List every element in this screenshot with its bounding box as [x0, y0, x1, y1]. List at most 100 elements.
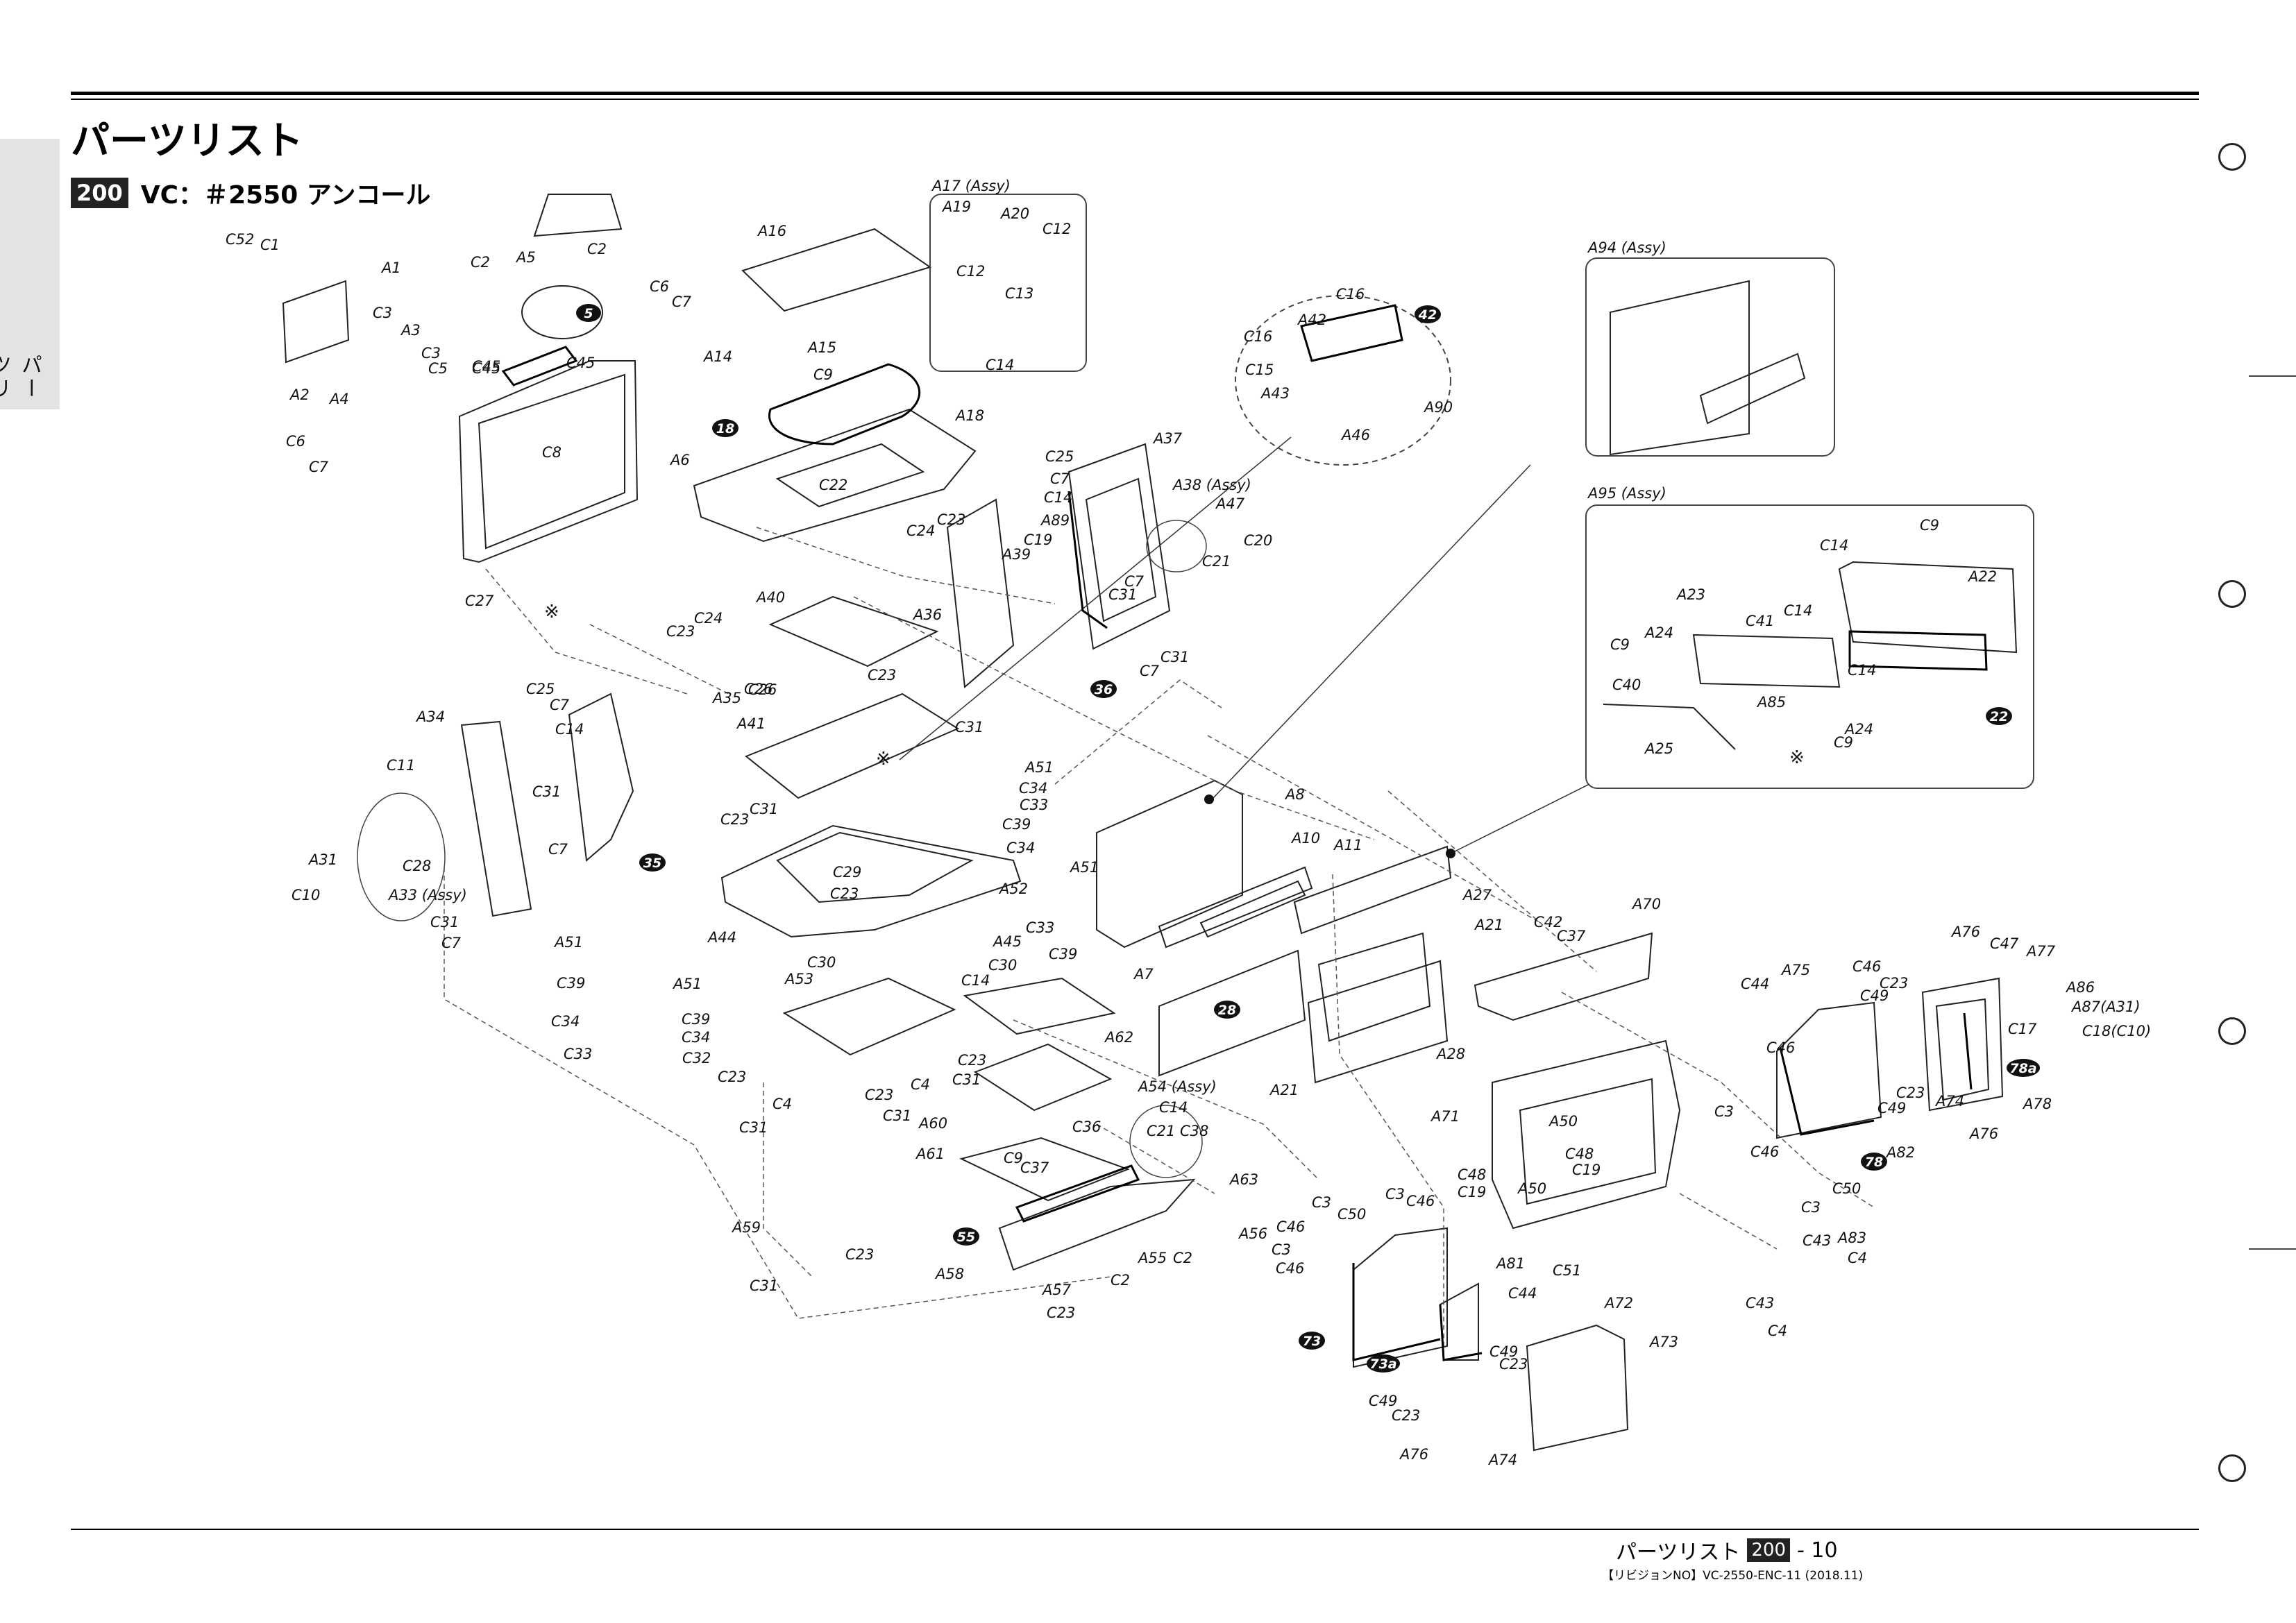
part-label: C19 — [1572, 1162, 1601, 1178]
part-label: C40 — [1612, 677, 1641, 693]
part-label: C30 — [988, 957, 1017, 974]
part-label: A19 — [941, 198, 971, 215]
part-label: C46 — [1276, 1218, 1305, 1235]
part-label: C6 — [650, 278, 669, 295]
part-label: A6 — [669, 452, 690, 468]
part-label: C26 — [748, 681, 777, 698]
trim-mark — [2249, 1248, 2296, 1250]
part-label: C2 — [1173, 1250, 1192, 1266]
part-label: C25 — [526, 681, 555, 697]
part-label: A16 — [757, 223, 786, 239]
part-label: C16 — [1244, 328, 1272, 345]
part-label: C7 — [672, 294, 692, 310]
part-label: A78 — [2022, 1096, 2052, 1112]
part-label: C17 — [2008, 1021, 2037, 1037]
part-label: C31 — [955, 719, 984, 736]
part-label: C14 — [1159, 1099, 1188, 1116]
part-label: ※ — [876, 749, 891, 770]
part-label: A82 — [1885, 1144, 1915, 1161]
a95-assy-title: A95 (Assy) — [1587, 485, 1666, 502]
callout-18 — [712, 419, 738, 437]
part-label: ※ — [1789, 747, 1805, 768]
part-label: C23 — [937, 511, 965, 528]
part-label: C37 — [1557, 928, 1586, 944]
part-label: A38 (Assy) — [1172, 477, 1251, 493]
part-label: C33 — [1026, 919, 1054, 936]
part-label: C2 — [1111, 1272, 1130, 1289]
part-label: A21 — [1474, 917, 1503, 933]
part-label: C4 — [1768, 1323, 1787, 1339]
part-label: A56 — [1238, 1225, 1267, 1242]
part-label: A50 — [1517, 1180, 1546, 1197]
part-label: C19 — [1458, 1184, 1486, 1200]
part-label: A8 — [1284, 786, 1305, 803]
part-label: A45 — [992, 933, 1022, 950]
header-rule-thick — [71, 92, 2199, 95]
part-label: C31 — [430, 914, 459, 931]
part-label: C7 — [550, 697, 570, 713]
binder-hole — [2218, 1454, 2246, 1482]
part-label: C24 — [906, 522, 935, 539]
part-label: C48 — [1565, 1146, 1594, 1162]
part-label: C31 — [750, 801, 778, 817]
part-label: A25 — [1644, 740, 1673, 757]
part-label: C39 — [1002, 816, 1031, 833]
part-label: A70 — [1631, 896, 1661, 912]
part-label: A24 — [1843, 721, 1873, 738]
part-label: A85 — [1756, 694, 1786, 711]
part-label: C5 — [428, 360, 448, 377]
part-label: C23 — [720, 811, 749, 828]
part-label: C23 — [666, 623, 695, 640]
part-label: C4 — [911, 1076, 930, 1093]
numbered-callouts: 5 18 42 22 36 35 28 55 73 73a 78 78a — [576, 304, 2040, 1373]
trim-mark — [2249, 375, 2296, 377]
part-label: C46 — [1852, 958, 1881, 975]
part-label: ※ — [544, 602, 559, 622]
part-label: C3 — [1801, 1199, 1821, 1216]
part-label: C33 — [564, 1046, 592, 1062]
part-label: C31 — [739, 1119, 768, 1136]
part-label: C23 — [958, 1052, 986, 1069]
part-label: A81 — [1495, 1255, 1525, 1272]
part-label: C49 — [1489, 1343, 1518, 1360]
binder-hole — [2218, 1017, 2246, 1045]
part-label: C23 — [865, 1087, 893, 1103]
part-label: C44 — [1508, 1285, 1537, 1302]
part-label: C36 — [1072, 1119, 1101, 1135]
part-label: C48 — [1458, 1166, 1486, 1183]
a17-assy-title: A17 (Assy) — [931, 178, 1011, 194]
part-label: A47 — [1215, 495, 1245, 512]
callout-73-label: 73 — [1303, 1334, 1321, 1349]
part-label: C16 — [1336, 286, 1365, 303]
part-label: C52 — [226, 231, 254, 248]
part-label: A76 — [1399, 1446, 1428, 1463]
part-label: C3 — [1714, 1103, 1734, 1120]
part-label: C24 — [694, 610, 723, 627]
model-badge: 200 — [71, 178, 128, 208]
part-label: A51 — [672, 976, 702, 992]
footer-page-number: - 10 — [1797, 1538, 1838, 1563]
model-name: VC：＃2550 アンコール — [140, 181, 431, 210]
part-label: A42 — [1297, 312, 1326, 328]
part-label: C14 — [961, 972, 990, 989]
part-label: C31 — [1108, 586, 1137, 603]
part-label: C6 — [286, 433, 305, 450]
part-label: A90 — [1423, 399, 1453, 416]
part-label: C34 — [1006, 840, 1035, 856]
part-label: C15 — [1245, 362, 1274, 378]
callout-78a-label: 78a — [2009, 1061, 2036, 1076]
part-label: C9 — [813, 366, 833, 383]
part-label: C50 — [1832, 1180, 1861, 1197]
part-label: C34 — [1019, 780, 1047, 797]
part-label: A37 — [1152, 430, 1183, 447]
part-label: C45 — [566, 355, 595, 371]
part-label: A59 — [731, 1219, 761, 1236]
part-label: A40 — [755, 589, 785, 606]
part-label: C14 — [555, 721, 584, 738]
callout-5-label: 5 — [584, 306, 593, 321]
part-label: C3 — [1312, 1194, 1331, 1211]
part-label: A21 — [1269, 1082, 1299, 1098]
part-label: A75 — [1780, 962, 1810, 978]
